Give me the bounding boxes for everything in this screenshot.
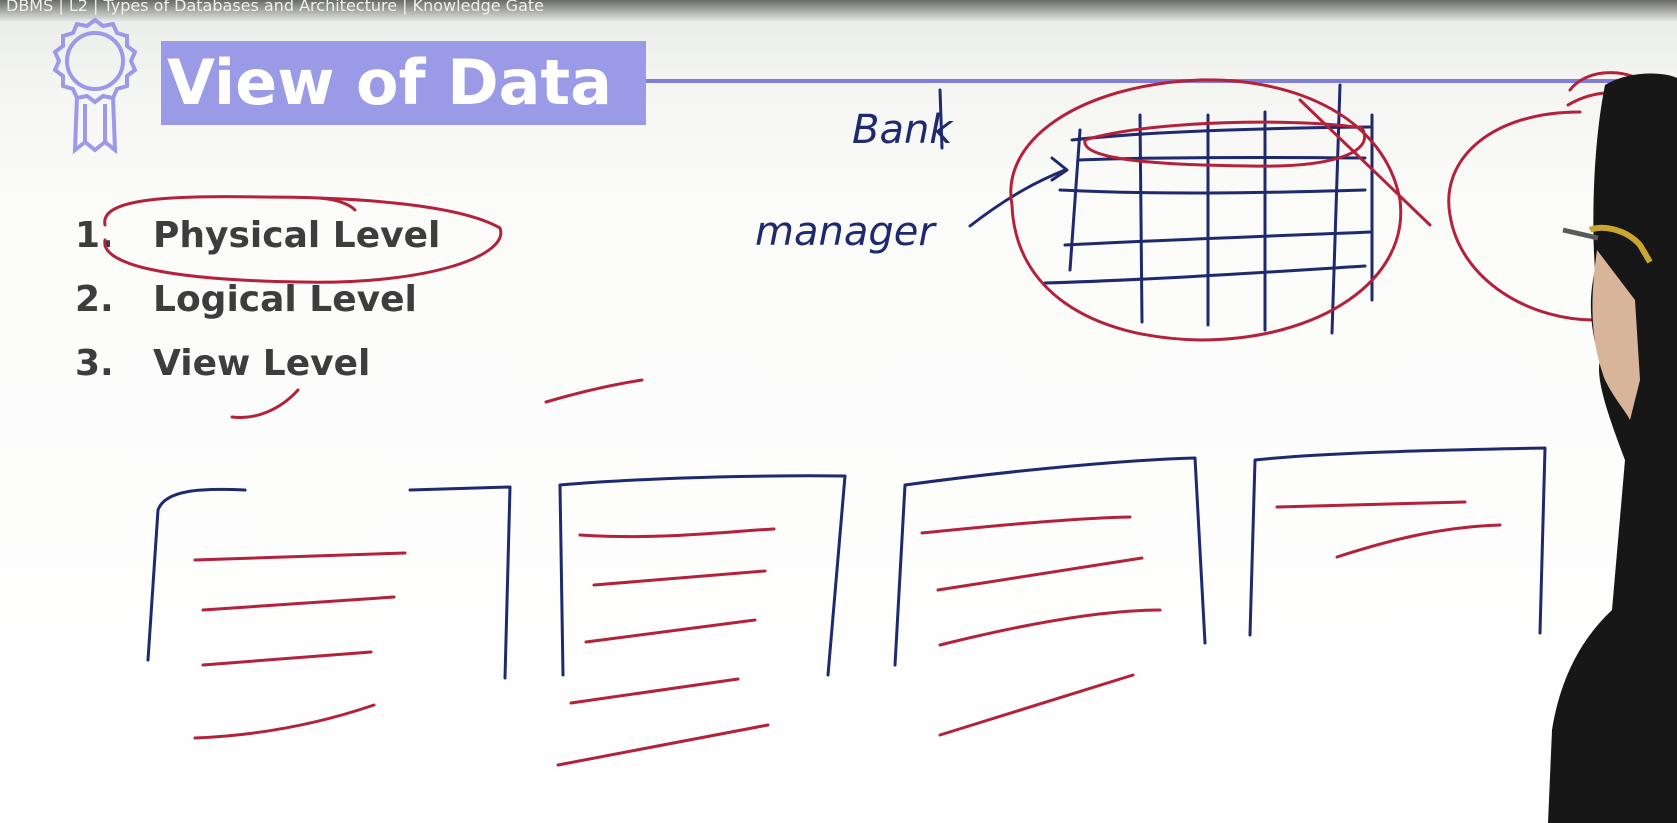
red-tick [230,388,300,420]
handwritten-manager: manager [755,209,937,255]
table-grid [1043,83,1374,335]
arrow [968,168,1067,228]
list-item-label: View Level [153,343,371,384]
red-circle-table [1009,78,1403,342]
list-item-number: 1. [75,215,114,256]
award-ribbon-icon [52,17,138,154]
list-item-number: 3. [75,343,114,384]
title-underline [646,79,1677,83]
box-lines [193,500,1502,767]
list-item-label: Logical Level [153,279,417,320]
video-title-strip: DBMS | L2 | Types of Databases and Archi… [0,0,1677,22]
slide-title: View of Data [161,41,646,125]
list-item-number: 2. [75,279,114,320]
list-item-label: Physical Level [153,215,441,256]
handwritten-bank: Bank [852,107,954,153]
boxes [146,446,1547,680]
